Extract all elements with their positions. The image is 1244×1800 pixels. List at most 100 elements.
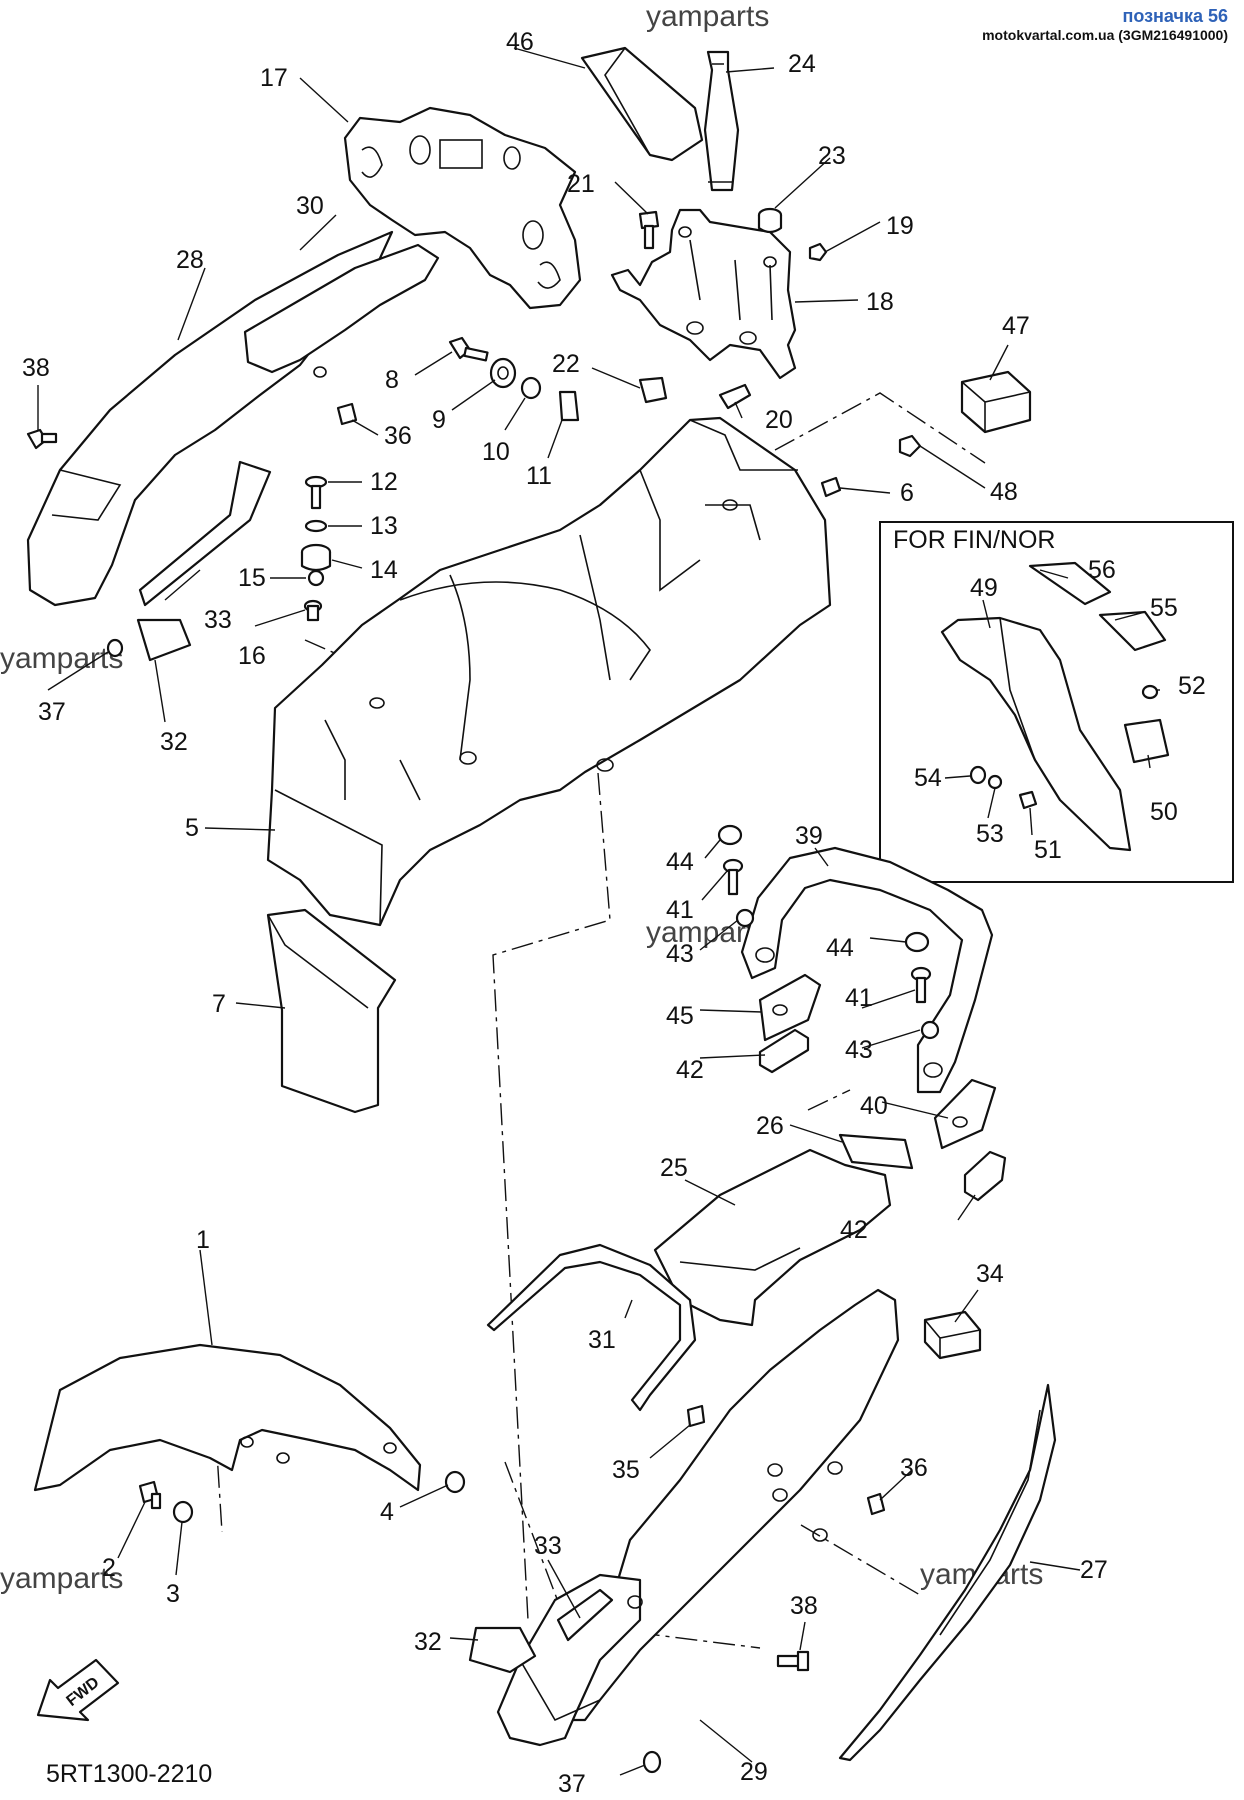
callout-30: 30 (296, 192, 324, 220)
watermark: yamparts (646, 0, 769, 33)
callout-44b: 44 (826, 934, 854, 962)
callout-47: 47 (1002, 312, 1030, 340)
part-32-bumper (468, 1626, 537, 1674)
inset-fin-nor: FOR FIN/NOR (879, 521, 1234, 883)
callout-38: 38 (22, 354, 50, 382)
callout-43b: 43 (845, 1036, 873, 1064)
callout-27: 27 (1080, 1556, 1108, 1584)
part-25-tray (653, 1148, 892, 1327)
part-16-collar (303, 599, 323, 622)
reference-tag: позначка 56 motokvartal.com.ua (3GM21649… (982, 6, 1228, 43)
callout-18: 18 (866, 288, 894, 316)
callout-46: 46 (506, 28, 534, 56)
callout-32: 32 (160, 728, 188, 756)
part-7-flap (266, 908, 397, 1114)
part-37-clip-top (106, 638, 124, 658)
part-42-spacer (963, 1150, 1007, 1202)
part-43-washer (735, 908, 755, 928)
ref-label: позначка 56 (1122, 6, 1228, 26)
part-13-washer (304, 519, 328, 533)
callout-56: 56 (1088, 556, 1116, 584)
part-36-screw (866, 1492, 886, 1516)
callout-20: 20 (765, 406, 793, 434)
part-48-nut (898, 434, 922, 458)
part-9-collar (489, 357, 517, 389)
part-38-bolt (776, 1650, 810, 1672)
callout-37b: 37 (558, 1770, 586, 1798)
part-45-plate (758, 973, 822, 1042)
callout-41: 41 (666, 896, 694, 924)
callout-43: 43 (666, 940, 694, 968)
callout-3: 3 (166, 1580, 180, 1608)
callout-37: 37 (38, 698, 66, 726)
callout-33: 33 (204, 606, 232, 634)
part-43-washer (920, 1020, 940, 1040)
callout-22: 22 (552, 350, 580, 378)
part-51-nut (1018, 790, 1038, 810)
part-44-cap (717, 824, 743, 846)
part-8-bolt (448, 336, 489, 362)
callout-13: 13 (370, 512, 398, 540)
part-29-side-cover (496, 1288, 900, 1747)
part-53-washer (987, 774, 1003, 790)
callout-2: 2 (102, 1554, 116, 1582)
callout-41b: 41 (845, 984, 873, 1012)
callout-29: 29 (740, 1758, 768, 1786)
part-50-plate (1123, 718, 1170, 764)
callout-16: 16 (238, 642, 266, 670)
callout-12: 12 (370, 468, 398, 496)
part-42-spacer (758, 1028, 810, 1074)
watermark: yamparts (0, 642, 123, 675)
callout-25: 25 (660, 1154, 688, 1182)
callout-53: 53 (976, 820, 1004, 848)
callout-15: 15 (238, 564, 266, 592)
source-line: motokvartal.com.ua (3GM216491000) (982, 26, 1228, 43)
part-23-grommet (757, 207, 783, 234)
callout-11: 11 (526, 462, 552, 490)
part-3-collar (172, 1500, 194, 1524)
callout-24: 24 (788, 50, 816, 78)
part-52-screw (1141, 684, 1159, 700)
callout-38b: 38 (790, 1592, 818, 1620)
callout-23: 23 (818, 142, 846, 170)
diagram-code: 5RT1300-2210 (46, 1760, 212, 1788)
part-40-plate (933, 1078, 997, 1150)
part-33-strip (556, 1588, 614, 1642)
part-22-clip (638, 376, 668, 404)
callout-19: 19 (886, 212, 914, 240)
callout-1: 1 (196, 1226, 210, 1254)
callout-4: 4 (380, 1498, 394, 1526)
callout-21: 21 (567, 170, 595, 198)
callout-42b: 42 (840, 1216, 868, 1244)
part-24-strap (703, 50, 740, 192)
callout-14: 14 (370, 556, 398, 584)
part-2-bolt (138, 1480, 162, 1510)
part-12-screw (304, 475, 328, 510)
part-32-bumper (136, 618, 192, 662)
callout-36b: 36 (900, 1454, 928, 1482)
callout-48: 48 (990, 478, 1018, 506)
part-38-bolt-top (26, 428, 58, 450)
part-41-bolt (910, 966, 932, 1004)
callout-26: 26 (756, 1112, 784, 1140)
part-26-pad (838, 1133, 914, 1170)
part-33-strip (138, 460, 272, 607)
leader-lines (37, 47, 1160, 1776)
callout-50: 50 (1150, 798, 1178, 826)
part-19-nut (808, 242, 828, 262)
part-18-bracket (610, 208, 797, 380)
part-21-bolt (638, 210, 660, 250)
callout-36: 36 (384, 422, 412, 450)
part-41-bolt (722, 858, 744, 896)
callout-31: 31 (588, 1326, 616, 1354)
fwd-arrow-icon: FWD (36, 1658, 120, 1722)
part-30-rail-cover (243, 243, 440, 378)
part-37-clip (642, 1750, 662, 1774)
part-44-cap (904, 931, 930, 953)
watermark: yamparts (0, 1562, 123, 1595)
part-20-clip (718, 383, 752, 410)
callout-9: 9 (432, 406, 446, 434)
part-35-screw (686, 1404, 706, 1428)
part-27-side-panel (838, 1383, 1057, 1762)
